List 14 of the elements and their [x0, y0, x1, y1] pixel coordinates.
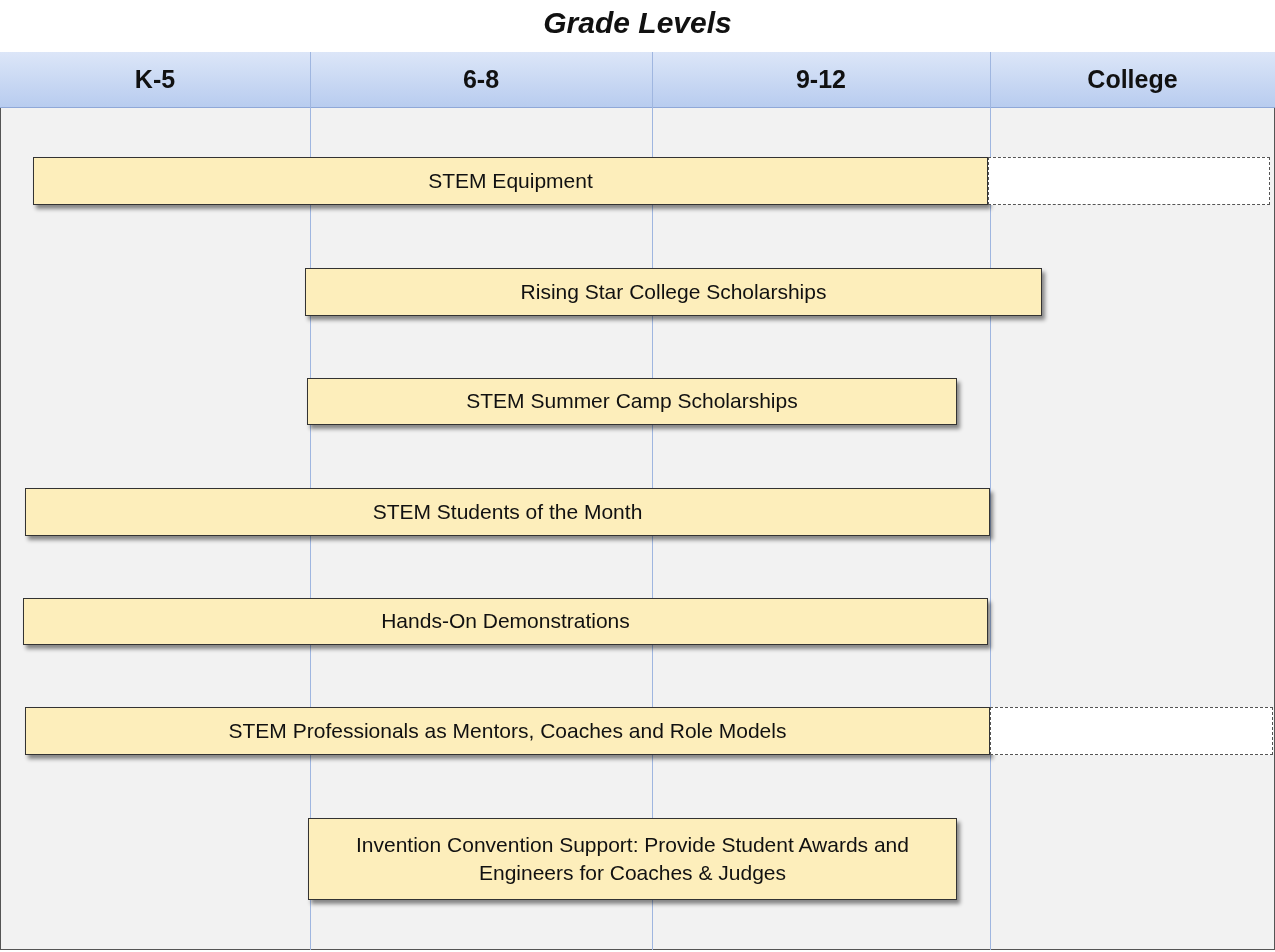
- chart-title: Grade Levels: [542, 6, 733, 40]
- timeline-bar: Rising Star College Scholarships: [305, 268, 1042, 316]
- dashed-extension-box: [988, 157, 1270, 205]
- timeline-bar: Invention Convention Support: Provide Student Awards and Engineers for Coaches & Judges: [308, 818, 957, 900]
- column-header: K-5: [0, 52, 310, 108]
- column-header: 6-8: [310, 52, 652, 108]
- timeline-bar: STEM Summer Camp Scholarships: [307, 378, 957, 425]
- timeline-bar: STEM Students of the Month: [25, 488, 990, 536]
- timeline-bar: STEM Equipment: [33, 157, 988, 205]
- column-header: College: [990, 52, 1275, 108]
- timeline-bar: STEM Professionals as Mentors, Coaches and Role Models: [25, 707, 990, 755]
- dashed-extension-box: [990, 707, 1273, 755]
- timeline-bar: Hands-On Demonstrations: [23, 598, 988, 645]
- column-header: 9-12: [652, 52, 990, 108]
